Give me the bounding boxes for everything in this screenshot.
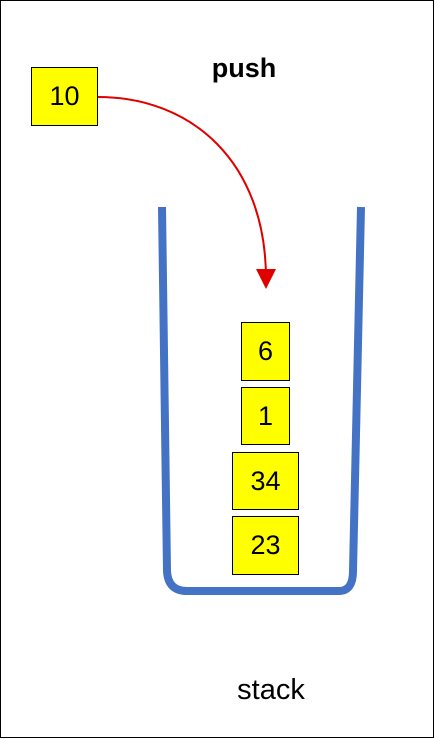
stack-item: 1 <box>241 387 290 445</box>
incoming-value-label: 10 <box>49 81 80 111</box>
stack-item-label: 34 <box>250 465 281 496</box>
stack-item-label: 6 <box>257 336 274 366</box>
stack-container <box>158 206 365 595</box>
stack-item-label: 1 <box>257 400 274 431</box>
diagram-title: push <box>211 53 277 83</box>
stack-item-bottom: 23 <box>232 516 299 575</box>
push-arrow <box>97 96 276 289</box>
stack-item-top: 6 <box>241 322 290 381</box>
incoming-value-box: 10 <box>31 67 98 126</box>
stack-caption: stack <box>237 674 305 706</box>
stack-item: 34 <box>232 452 299 510</box>
stack-item-label: 23 <box>250 530 281 560</box>
